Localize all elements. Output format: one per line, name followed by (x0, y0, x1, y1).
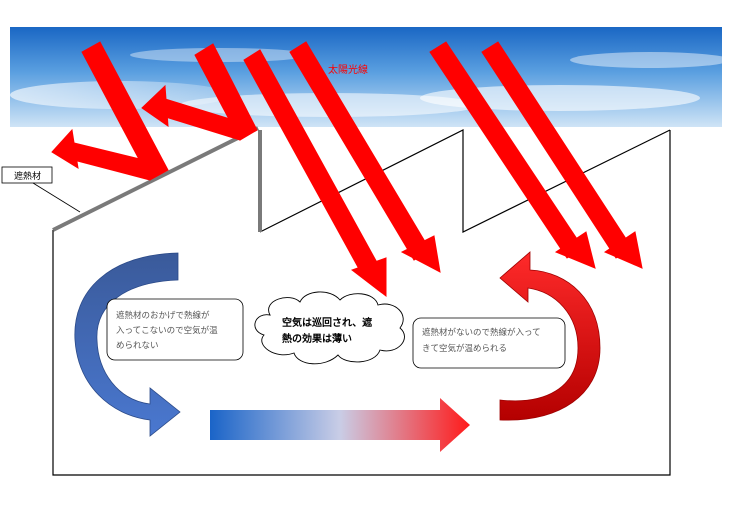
callout-right-line-2: きて空気が温められる (422, 343, 507, 354)
callout-left-line-3: められない (116, 341, 159, 351)
reflected-rays (51, 41, 258, 181)
callout-left-line-1: 遮熱材のおかげで熱線が (116, 310, 210, 321)
insulation-label-box (1, 166, 81, 213)
svg-text:空気は巡回され、遮 熱の効果は薄い: 空気は巡回され、遮 熱の効果は薄い (282, 316, 376, 345)
callout-center-line-1: 空気は巡回され、遮 (282, 316, 372, 329)
warm-air-arrow (499, 251, 601, 421)
callout-left-line-2: 入ってこないので空気が温 (116, 325, 218, 336)
incoming-rays (243, 41, 643, 298)
callout-center-line-2: 熱の効果は薄い (282, 332, 352, 345)
svg-text:遮熱材のおかげで熱線が 入ってこないので空気が温: 遮熱材のおかげで熱線が 入ってこないので空気が温 められない (116, 310, 220, 351)
callout-right: 遮熱材がないので熱線が入って きて空気が温められる (412, 317, 566, 369)
insulation-label: 遮熱材 (14, 170, 41, 182)
air-flow-arrow (210, 398, 470, 452)
svg-text:遮熱材がないので熱線が入って きて空気が温められ: 遮熱材がないので熱線が入って きて空気が温められる (422, 327, 543, 354)
sky-label: 太陽光線 (328, 63, 368, 76)
callout-right-line-1: 遮熱材がないので熱線が入って (422, 327, 541, 338)
cool-air-arrow (74, 252, 181, 437)
callout-center: 空気は巡回され、遮 熱の効果は薄い (254, 291, 405, 365)
insulation-panel (52, 126, 259, 232)
callout-left: 遮熱材のおかげで熱線が 入ってこないので空気が温 められない (106, 298, 244, 361)
